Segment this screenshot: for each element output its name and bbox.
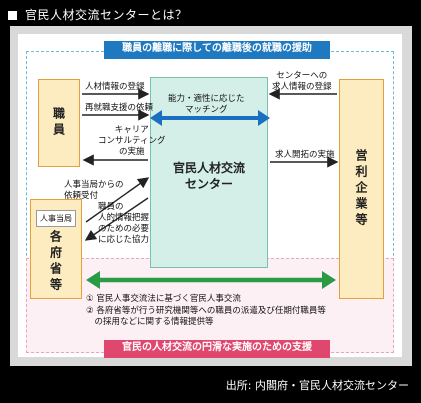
bullet-square-icon <box>8 11 17 20</box>
note-2: ② 各府省等が行う研究機関等への職員の派遣及び任期付職員等 の採用などに関する情… <box>86 306 326 327</box>
source-credit: 出所: 内閣府・官民人材交流センター <box>225 379 409 392</box>
personnel-exchange-area <box>26 258 394 353</box>
label-jinzai-toroku: 人材情報の登録 <box>85 82 145 92</box>
label-sai-shushoku: 再就職支援の依頼 <box>85 103 154 113</box>
page-title: 官民人材交流センターとは？ <box>8 6 188 23</box>
actor-shokuin: 職員 <box>38 79 80 167</box>
jinji-tokyoku-box: 人事当局 <box>36 210 76 227</box>
label-kyujin-kaitaku: 求人開拓の実施 <box>275 150 335 160</box>
center-label: 官民人材交流センター <box>173 161 246 191</box>
bottom-band: 官民の人材交流の円滑な実施のための支援 <box>104 340 330 358</box>
label-matching: 能力・適性に応じた マッチング <box>168 94 245 115</box>
title-text: 官民人材交流センターとは？ <box>25 8 188 22</box>
label-jinteki-kyoryoku: 職員の 人的情報把握 のための必要 に応じた協力 <box>98 202 150 245</box>
arrow-jinteki-kyoryoku <box>84 197 149 241</box>
center-box <box>150 77 268 268</box>
label-career: キャリア コンサルティング の実施 <box>98 125 166 157</box>
actor-eiri-kigyo: 営利企業等 <box>339 79 384 299</box>
arrow-jinji-irai <box>85 177 150 223</box>
label-center-kyujin: センターへの 求人情報の登録 <box>272 71 332 92</box>
label-jinji-irai: 人事当局からの 依頼受付 <box>64 180 124 201</box>
top-band: 職員の離職に際しての離職後の就職の援助 <box>104 41 330 59</box>
note-1: ① 官民人事交流法に基づく官民人事交流 <box>86 294 241 304</box>
